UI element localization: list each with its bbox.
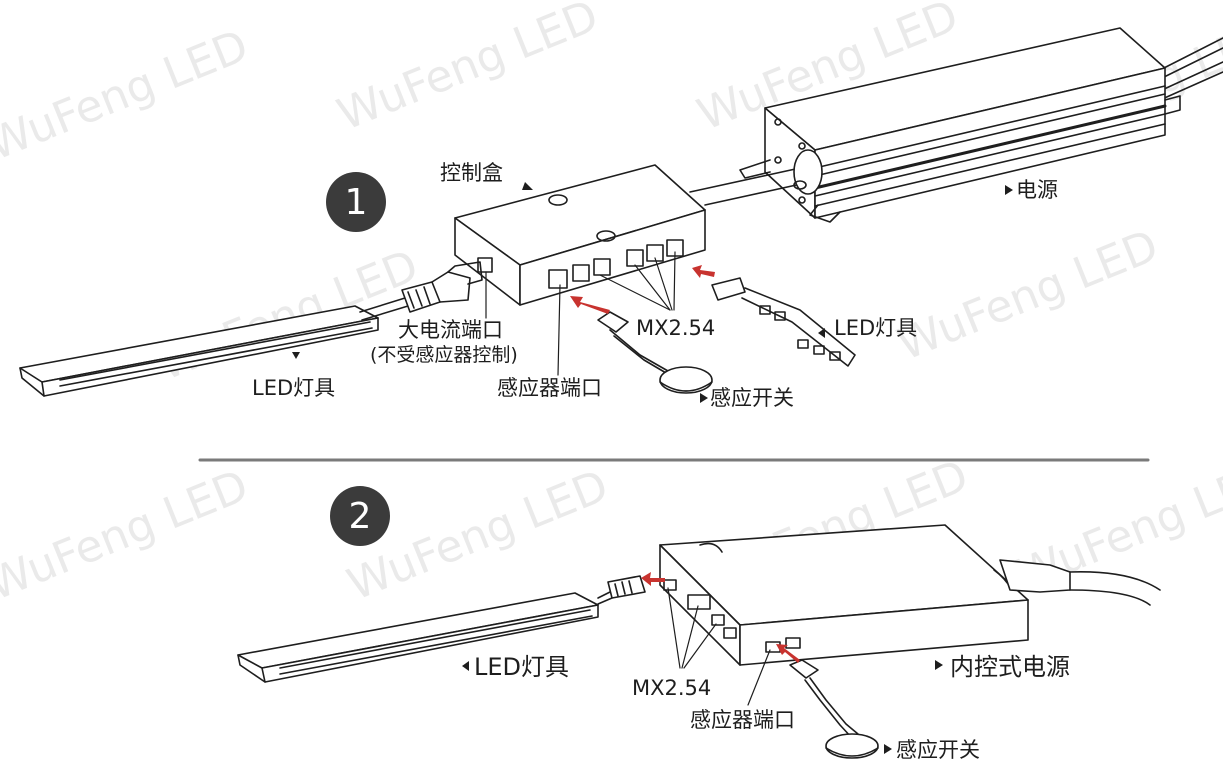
label-sensor-switch: 感应开关 (710, 388, 794, 409)
label-sensor-port: 感应器端口 (497, 378, 602, 399)
label-mx-connector-2: MX2.54 (632, 678, 711, 699)
sensor-switch (790, 660, 878, 758)
label-led-fixture: LED灯具 (252, 378, 335, 399)
step-badge-2: 2 (330, 486, 390, 546)
label-led-fixture-2: LED灯具 (474, 655, 569, 679)
internal-power-supply (660, 525, 1028, 665)
label-control-box: 控制盒 (440, 163, 503, 184)
label-power-supply: 电源 (1016, 180, 1058, 201)
led-connector (598, 576, 645, 604)
control-box (455, 165, 705, 305)
label-sensor-port-2: 感应器端口 (690, 710, 795, 731)
pointer (292, 182, 1013, 754)
label-sensor-switch-2: 感应开关 (896, 740, 980, 761)
power-cables (1158, 38, 1223, 100)
label-high-current-port: 大电流端口 (398, 320, 503, 341)
label-not-sensor-controlled: (不受感应器控制) (370, 346, 518, 365)
step-badge-1: 1 (326, 172, 386, 232)
label-internal-power: 内控式电源 (950, 655, 1070, 679)
large-current-plug (360, 262, 482, 320)
label-mx-connector: MX2.54 (636, 318, 715, 339)
label-led-strip: LED灯具 (834, 318, 917, 339)
